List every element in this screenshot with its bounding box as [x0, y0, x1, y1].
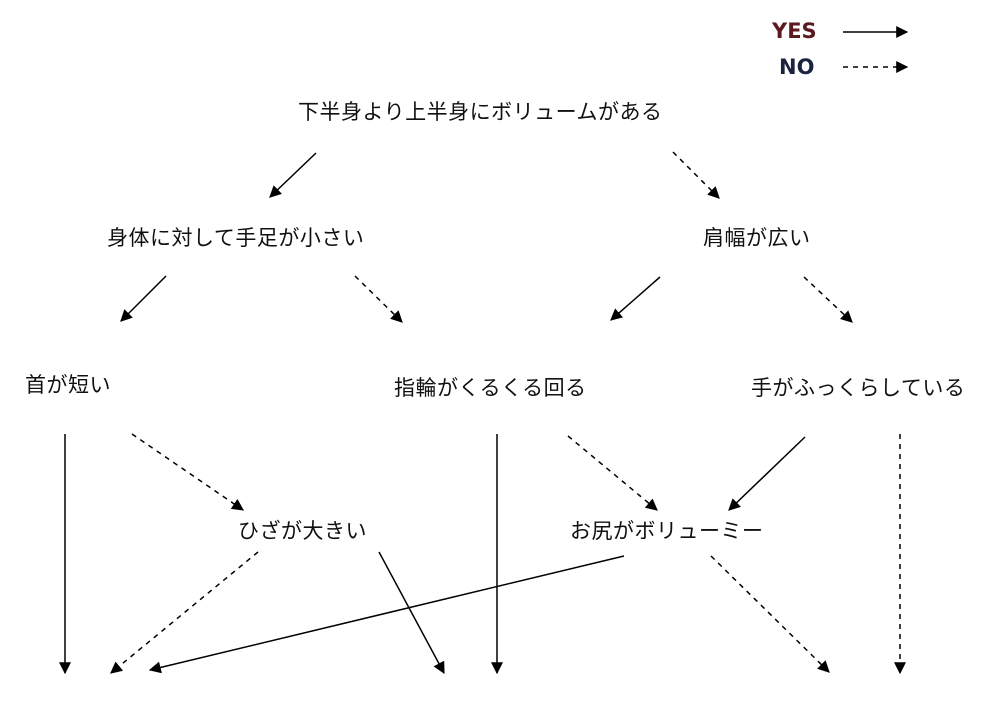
node-short-neck: 首が短い: [25, 373, 111, 397]
node-ring-spins: 指輪がくるくる回る: [394, 376, 587, 400]
node-hip-volume: お尻がボリューミー: [570, 519, 764, 543]
node-small-limbs: 身体に対して手足が小さい: [107, 226, 365, 250]
node-puffy-hands: 手がふっくらしている: [751, 376, 966, 400]
node-upper-body-volume: 下半身より上半身にボリュームがある: [298, 100, 663, 124]
edge-hip-volume-no: [710, 555, 830, 673]
legend-no-label: NO: [779, 55, 815, 79]
edge-small-limbs-yes: [120, 275, 167, 322]
edge-big-knees-yes: [378, 551, 445, 675]
node-big-knees: ひざが大きい: [238, 519, 367, 543]
edge-wide-shoulders-yes: [610, 276, 661, 321]
node-wide-shoulders: 肩幅が広い: [703, 226, 811, 250]
edge-short-neck-no: [131, 433, 244, 511]
edge-small-limbs-no: [354, 275, 403, 323]
edge-hip-volume-yes: [148, 555, 625, 674]
edge-puffy-hands-yes: [728, 436, 806, 511]
edge-ring-spins-no: [567, 435, 658, 511]
edge-upper-yes: [269, 152, 317, 198]
legend-yes-label: YES: [772, 19, 817, 43]
edge-upper-no: [672, 151, 720, 199]
edge-wide-shoulders-no: [803, 276, 853, 323]
edge-big-knees-no: [110, 551, 259, 674]
